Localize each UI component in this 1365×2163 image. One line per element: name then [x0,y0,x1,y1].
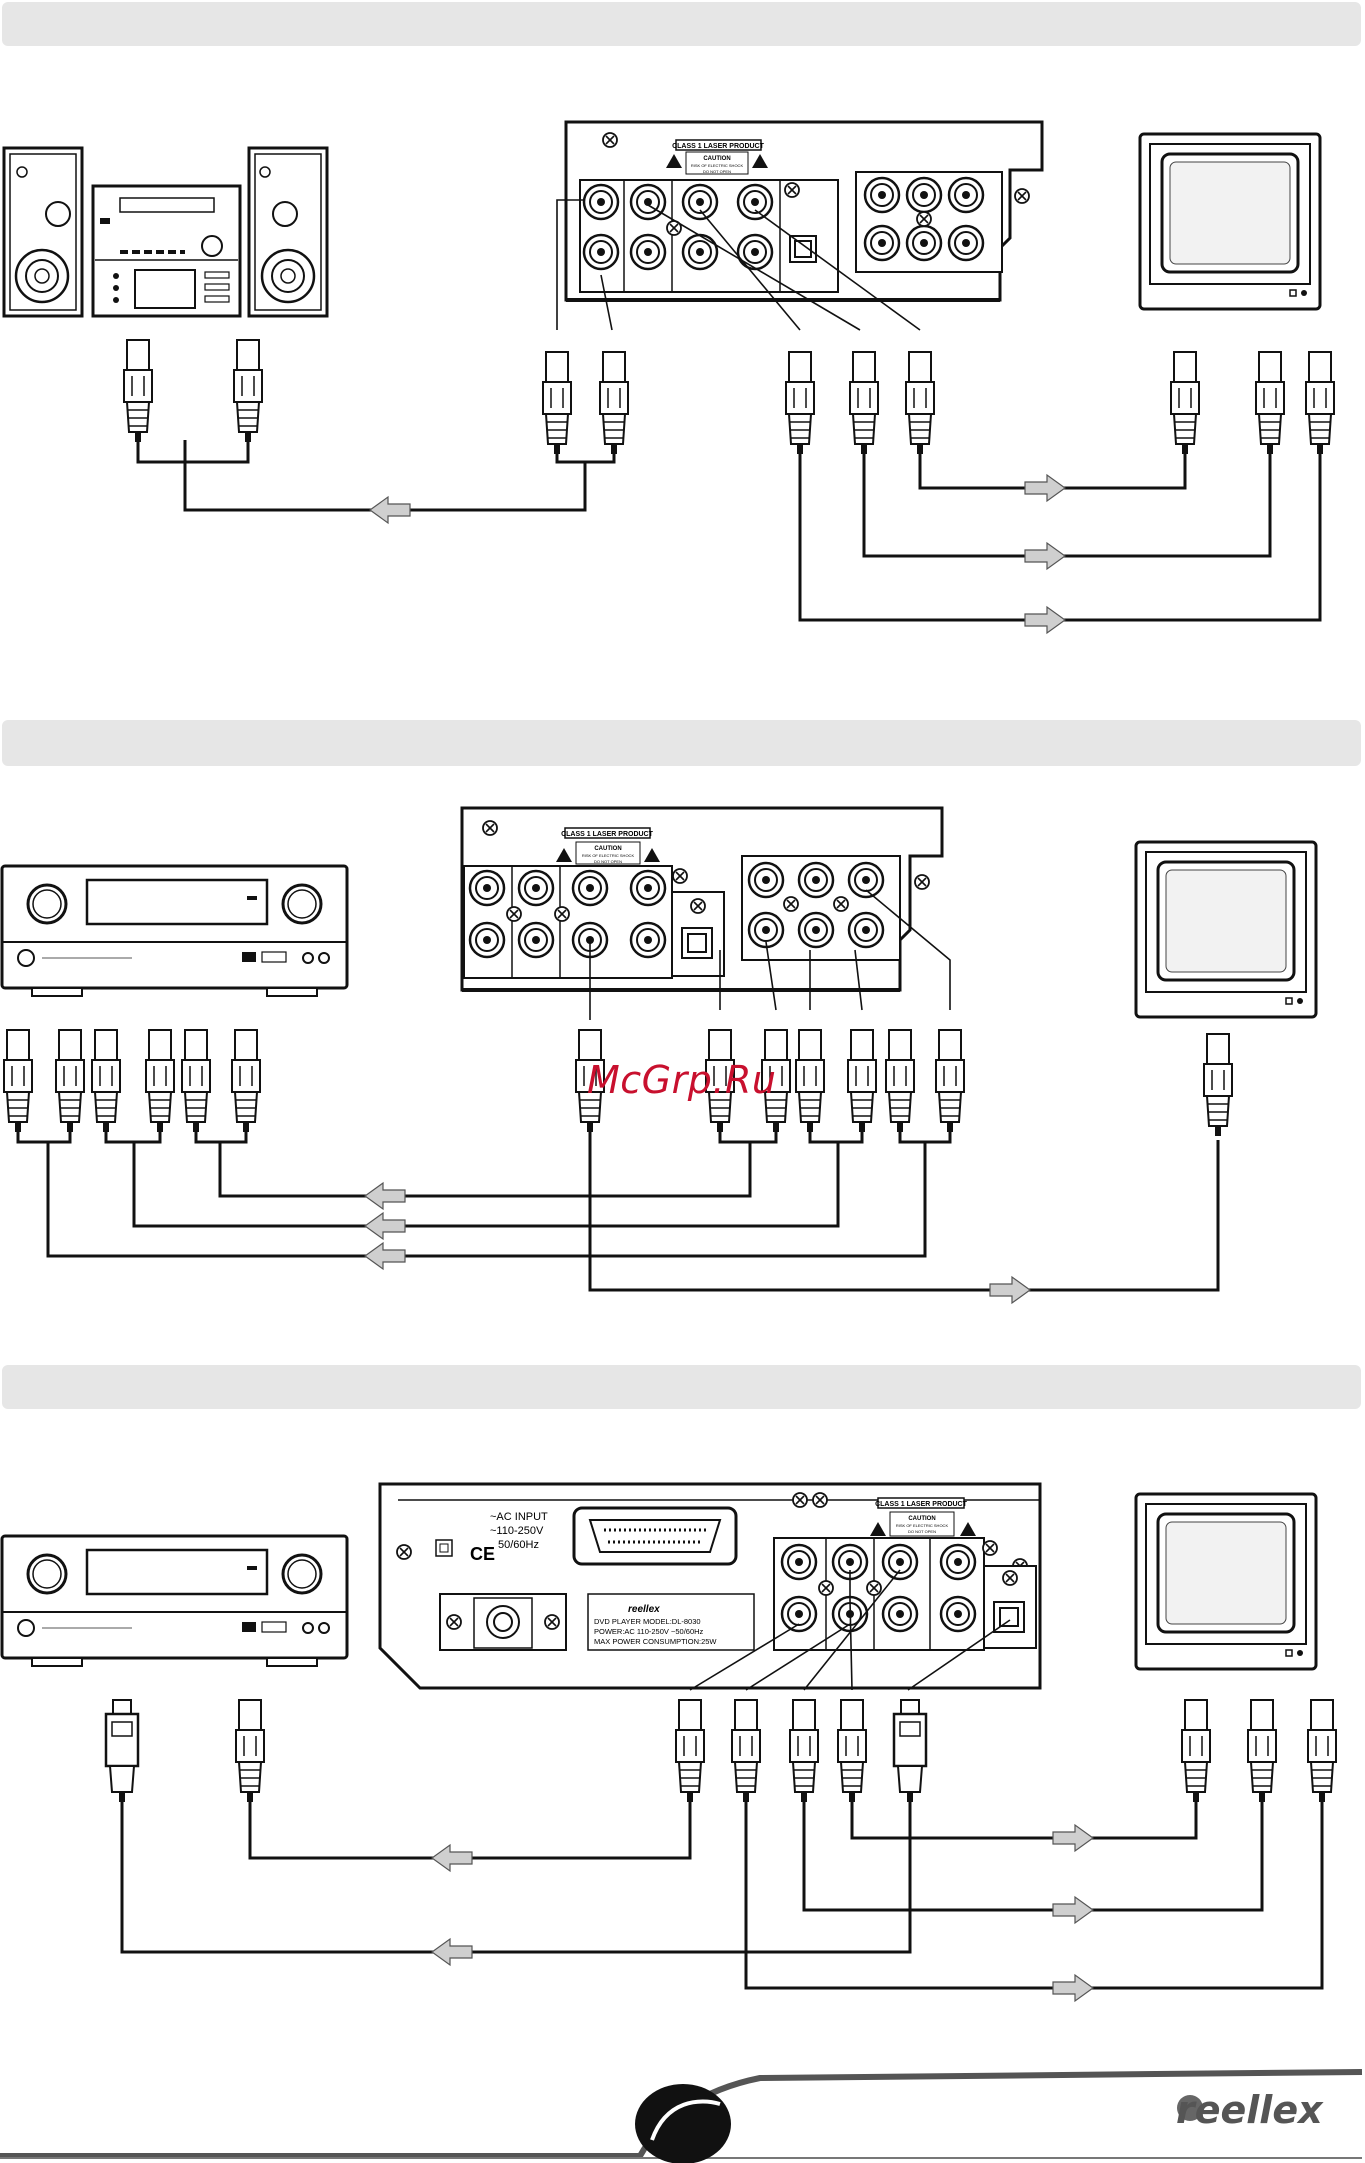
plate-power: POWER:AC 110-250V ~50/60Hz [594,1627,704,1636]
arrow-to-tv-f [1052,1974,1094,2002]
caution-label: CAUTION [703,156,730,162]
av-receiver-3 [0,1534,349,1668]
arrow-to-tv-a [1024,474,1066,502]
class1-label-3: CLASS 1 LASER PRODUCT [875,1501,968,1508]
donotopen-label-2: DO NOT OPEN [594,859,622,864]
arrow-component-b [364,1212,406,1240]
watermark-text: McGrp.Ru [587,1058,777,1102]
tv-2 [1134,840,1318,1019]
dvd-rear-panel-2: CLASS 1 LASER PRODUCT CAUTION RISK OF EL… [460,806,944,992]
class1-label: CLASS 1 LASER PRODUCT [672,143,765,150]
section-3-header [2,1365,1361,1409]
section-1-header [2,2,1361,46]
arrow-coaxial [431,1844,473,1872]
plate-brand: reellex [628,1604,660,1615]
ce-mark: CE [470,1544,495,1564]
plate-consumption: MAX POWER CONSUMPTION:25W [594,1637,717,1646]
callouts-3 [689,1569,1011,1691]
arrow-component-c [364,1242,406,1270]
callouts-2 [589,889,951,1020]
arrow-audio-to-stereo [369,496,411,524]
ac-freq-label: 50/60Hz [498,1539,539,1551]
cables-3 [120,1796,1324,1990]
caution-label-2: CAUTION [594,846,621,852]
tv-1 [1138,132,1322,311]
footer-swoosh [0,2069,1363,2163]
cables-1 [136,440,1322,622]
shock-label-2: RISK OF ELECTRIC SHOCK [582,853,635,858]
ac-input-label: ~AC INPUT [490,1511,548,1523]
class1-label-2: CLASS 1 LASER PRODUCT [561,831,654,838]
plate-model: DVD PLAYER MODEL:DL-8030 [594,1617,701,1626]
stereo-system [2,146,329,318]
arrow-to-tv-b [1024,542,1066,570]
arrow-to-tv-e [1052,1896,1094,1924]
donotopen-label: DO NOT OPEN [703,169,731,174]
dvd-rear-panel-3: CE ~AC INPUT ~110-250V 50/60Hz reellex D… [378,1482,1042,1690]
tv-3 [1134,1492,1318,1671]
arrow-component-a [364,1182,406,1210]
shock-label-3: RISK OF ELECTRIC SHOCK [896,1523,949,1528]
caution-label-3: CAUTION [908,1516,935,1522]
av-receiver-2 [0,864,349,998]
cables-2 [16,1130,1220,1292]
section-2-header [2,720,1361,766]
plugs-1 [123,339,1335,455]
dvd-rear-panel-1: CLASS 1 LASER PRODUCT CAUTION RISK OF EL… [564,120,1044,302]
arrow-to-tv-c [1024,606,1066,634]
plugs-3 [104,1698,1337,1804]
arrow-video-to-tv [989,1276,1031,1304]
shock-label: RISK OF ELECTRIC SHOCK [691,163,744,168]
ac-range-label: ~110-250V [490,1525,544,1537]
callouts-1 [556,199,921,331]
brand-logo-text: reellex [1176,2088,1323,2132]
donotopen-label-3: DO NOT OPEN [908,1529,936,1534]
arrow-to-tv-d [1052,1824,1094,1852]
arrow-optical [431,1938,473,1966]
